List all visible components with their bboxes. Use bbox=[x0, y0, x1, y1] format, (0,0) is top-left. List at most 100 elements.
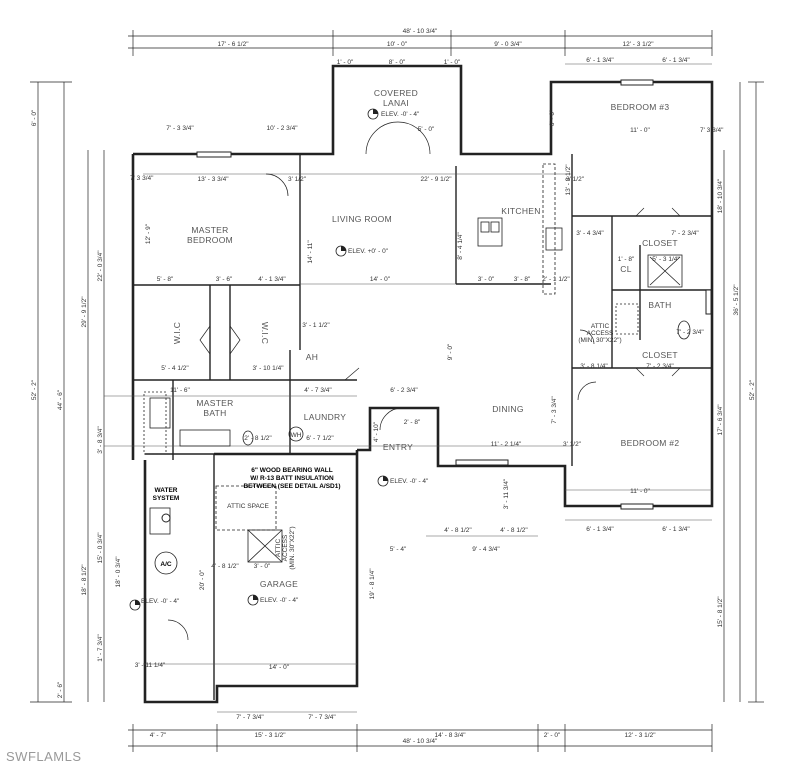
mid-dim-5: 3' - 0" bbox=[478, 276, 495, 283]
interior-vdim-9: 19' - 8 1/4" bbox=[369, 568, 376, 600]
laundry-dim-1: 2' - 8 1/2" bbox=[244, 435, 272, 442]
attic-access-right-3: (MIN. 30"X22") bbox=[578, 337, 621, 344]
mid-dim-2: 3' - 6" bbox=[216, 276, 233, 283]
bath-dim-3: 6' - 2 3/4" bbox=[390, 387, 418, 394]
lanai-dim-3: 1' - 0" bbox=[444, 59, 461, 66]
master-bath-label-2: BATH bbox=[203, 408, 226, 418]
garage-dim-4: 9' - 4 3/4" bbox=[472, 546, 500, 553]
bedroom3-label: BEDROOM #3 bbox=[611, 102, 670, 112]
entry-label: ENTRY bbox=[383, 442, 413, 452]
bath-dim-1: 11' - 6" bbox=[170, 387, 190, 394]
top-dim-3: 9' - 0 3/4" bbox=[494, 41, 522, 48]
water-system-2: SYSTEM bbox=[153, 495, 180, 502]
lanai-label-2: LANAI bbox=[383, 98, 409, 108]
overall-top-dimension: 48' - 10 3/4" bbox=[403, 28, 438, 35]
garage-dim-9: 3' - 0" bbox=[254, 563, 271, 570]
laundry-dim-2: 6' - 7 1/2" bbox=[306, 435, 334, 442]
laundry-dim-3: 2' - 8" bbox=[404, 419, 421, 426]
attic-access-garage-1: ATTIC bbox=[275, 539, 282, 558]
bearing-wall-note-2: W/ R-13 BATT INSULATION bbox=[250, 475, 334, 482]
living-room-label: LIVING ROOM bbox=[332, 214, 392, 224]
lanai-label-1: COVERED bbox=[374, 88, 418, 98]
bottom-dim-4: 2' - 0" bbox=[544, 732, 561, 739]
laundry-dim-4: 11' - 2 1/4" bbox=[491, 441, 522, 448]
mid-dim-1: 5' - 8" bbox=[157, 276, 174, 283]
mid-dim-4: 14' - 0" bbox=[370, 276, 391, 283]
interior-vdim-8: 20' - 0" bbox=[199, 569, 206, 590]
reference-lines bbox=[104, 63, 712, 713]
bed3-top-dim-1: 6' - 1 3/4" bbox=[586, 57, 614, 64]
wic-dim-2: 3' - 10 1/4" bbox=[252, 365, 284, 372]
bottom-dim-3: 14' - 8 3/4" bbox=[434, 732, 466, 739]
elev-lanai-note: ELEV. -0' - 4" bbox=[381, 111, 420, 118]
garage-dim-8: 4' - 8 1/2" bbox=[211, 563, 239, 570]
master-bath-label-1: MASTER bbox=[196, 398, 233, 408]
bottom-dim-2: 15' - 3 1/2" bbox=[254, 732, 286, 739]
interior-vdim-4: 9' - 0" bbox=[447, 343, 454, 360]
right-vdim-1: 6' - 0" bbox=[549, 109, 556, 126]
laundry-label: LAUNDRY bbox=[304, 412, 347, 422]
left-vdim-1: 6' - 0" bbox=[31, 109, 38, 126]
bath-dim-2: 4' - 7 3/4" bbox=[304, 387, 332, 394]
fixtures bbox=[143, 163, 691, 575]
overall-bottom-dimension: 48' - 10 3/4" bbox=[403, 738, 438, 745]
small-dim-2: 3' 1/2" bbox=[288, 176, 307, 183]
left-vdim-10: 1' - 7 3/4" bbox=[97, 634, 104, 662]
small-dim-3: 3' 1/2" bbox=[566, 176, 585, 183]
bottom-dim-5: 12' - 3 1/2" bbox=[624, 732, 656, 739]
master-bedroom-label-1: MASTER bbox=[191, 225, 228, 235]
interior-vdim-7: 3' - 11 3/4" bbox=[503, 478, 510, 509]
bed3-width-dim: 11' - 0" bbox=[630, 127, 650, 134]
elev-side-note: ELEV. -0' - 4" bbox=[141, 598, 180, 605]
bath-dim-4: 3' - 8 1/4" bbox=[580, 363, 608, 370]
garage-label: GARAGE bbox=[260, 579, 298, 589]
bottom-dim-1: 4' - 7" bbox=[150, 732, 167, 739]
wic-dim-1: 5' - 4 1/2" bbox=[161, 365, 189, 372]
bearing-wall-note-3: BETWEEN (SEE DETAIL A/SD1) bbox=[243, 483, 340, 490]
closet-dim-1: 3' - 4 3/4" bbox=[576, 230, 604, 237]
watermark: SWFLAMLS bbox=[6, 749, 82, 764]
wh-label: WH bbox=[291, 432, 302, 439]
water-system-1: WATER bbox=[155, 487, 178, 494]
small-dim-4: 7' 3 3/4" bbox=[700, 127, 724, 134]
left-vdim-9: 18' - 0 3/4" bbox=[115, 556, 122, 588]
ac-label: A/C bbox=[160, 561, 172, 568]
lanai-inner-dim: 5' - 0" bbox=[418, 126, 435, 133]
windows bbox=[196, 79, 712, 510]
master-width-dim: 13' - 3 3/4" bbox=[197, 176, 229, 183]
left-vdim-12: 3' - 11 1/4" bbox=[135, 662, 166, 669]
garage-dim-1: 5' - 4" bbox=[390, 546, 407, 553]
interior-vdim-2: 14' - 11" bbox=[307, 240, 314, 264]
garage-dim-6: 7' - 7 3/4" bbox=[236, 714, 264, 721]
right-vdim-4: 36' - 5 1/2" bbox=[733, 284, 740, 316]
wic-left-label: W.I.C bbox=[172, 322, 182, 344]
interior-vdim-1: 12' - 9" bbox=[145, 223, 152, 244]
mid-dim-3: 4' - 1 3/4" bbox=[258, 276, 286, 283]
small-dim-1: 7' 3 3/4" bbox=[130, 175, 154, 182]
right-vdim-2: 13' - 3 1/2" bbox=[565, 164, 572, 196]
bearing-wall-note-1: 6" WOOD BEARING WALL bbox=[251, 467, 332, 474]
bed2-bottom-dim-2: 6' - 1 3/4" bbox=[662, 526, 690, 533]
mid-dim-7: 2' - 1 1/2" bbox=[542, 276, 570, 283]
closet-dim-4: 5' - 3 1/4" bbox=[652, 256, 680, 263]
laundry-dim-5: 3' 1/2" bbox=[563, 441, 582, 448]
garage-dim-2: 4' - 8 1/2" bbox=[444, 527, 472, 534]
lanai-dim-2: 8' - 0" bbox=[389, 59, 406, 66]
garage-dim-7: 7' - 7 3/4" bbox=[308, 714, 336, 721]
left-vdim-6: 3' - 8 3/4" bbox=[97, 426, 104, 454]
garage-dim-5: 14' - 0" bbox=[269, 664, 290, 671]
attic-access-right-2: ACCESS bbox=[587, 330, 614, 337]
cl-label: CL bbox=[620, 264, 631, 274]
top-dim-4: 12' - 3 1/2" bbox=[622, 41, 654, 48]
master-top-dim-2: 10' - 2 3/4" bbox=[266, 125, 298, 132]
dining-label: DINING bbox=[492, 404, 524, 414]
mid-dim-6: 3' - 8" bbox=[514, 276, 531, 283]
closet-bottom-label: CLOSET bbox=[642, 350, 678, 360]
left-vdim-7: 18' - 8 1/2" bbox=[81, 564, 88, 596]
elev-garage-note: ELEV. -0' - 4" bbox=[260, 597, 299, 604]
elevation-marker-fills bbox=[135, 109, 388, 605]
attic-space-label: ATTIC SPACE bbox=[227, 503, 269, 510]
right-vdim-7: 15' - 8 1/2" bbox=[717, 596, 724, 628]
right-vdim-5: 52' - 2" bbox=[749, 379, 756, 400]
